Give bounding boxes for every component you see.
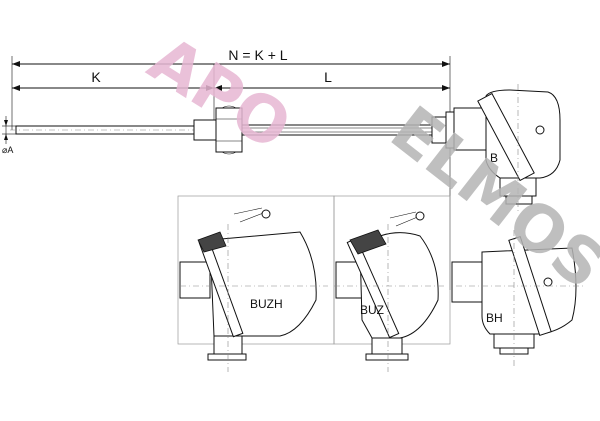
head-b: B bbox=[453, 84, 561, 212]
dimension-diameter: ⌀A bbox=[2, 116, 16, 155]
head-bh: BH bbox=[451, 230, 586, 368]
dimension-n: N = K + L bbox=[11, 47, 451, 290]
diameter-label: ⌀A bbox=[2, 145, 13, 155]
dimension-l-label: L bbox=[324, 69, 332, 85]
protective-tube bbox=[241, 111, 455, 149]
head-buzh-label: BUZH bbox=[250, 297, 283, 311]
dimension-n-label: N = K + L bbox=[228, 47, 287, 63]
head-buz: BUZ bbox=[334, 211, 446, 372]
head-bh-label: BH bbox=[486, 311, 503, 325]
dimension-l: L bbox=[214, 69, 450, 91]
head-buzh: BUZH bbox=[179, 207, 328, 372]
head-b-label: B bbox=[490, 151, 498, 165]
dimension-k-label: K bbox=[91, 69, 101, 85]
head-buz-label: BUZ bbox=[360, 303, 384, 317]
dimension-k: K bbox=[12, 64, 215, 125]
